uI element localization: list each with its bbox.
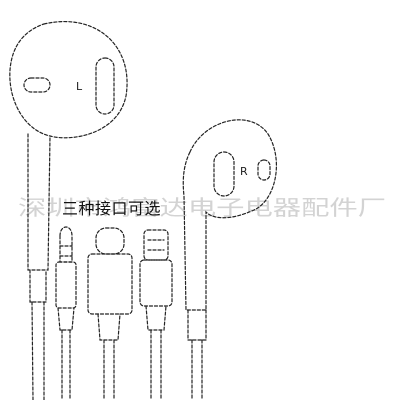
lightning-plug (143, 229, 169, 261)
right-label: R (240, 165, 248, 178)
right-earbud-speaker (213, 151, 235, 197)
usb-c-neck (97, 313, 121, 341)
jack-pin (59, 226, 73, 263)
jack-neck (57, 307, 75, 331)
lightning-body (139, 259, 173, 307)
right-earbud-head (182, 119, 277, 311)
left-earbud-speaker (95, 57, 115, 115)
watermark-text: 深圳市鸿富达电子电器配件厂 (18, 196, 386, 220)
left-label: L (76, 80, 83, 93)
right-earbud-vent (257, 159, 271, 181)
lightning-cable (150, 329, 162, 400)
connector-caption: 三种接口可选 (62, 199, 162, 218)
audio-jack-connector (55, 226, 77, 400)
right-earbud (182, 119, 277, 400)
left-earbud-vent (23, 77, 51, 93)
usb-c-body (87, 253, 133, 315)
left-earbud (9, 21, 128, 400)
jack-body (55, 261, 77, 309)
right-cable (191, 339, 203, 400)
left-stem-tip (29, 269, 47, 303)
lightning-connector (139, 229, 173, 400)
jack-cable (61, 329, 71, 400)
left-earbud-head (9, 21, 128, 139)
lightning-neck (145, 305, 167, 331)
usb-c-cable (103, 339, 115, 400)
usb-c-connector (87, 227, 133, 400)
usb-c-plug (95, 227, 125, 255)
right-stem-tip (187, 309, 207, 341)
left-earbud-stem (27, 133, 51, 271)
left-cable (31, 301, 45, 400)
